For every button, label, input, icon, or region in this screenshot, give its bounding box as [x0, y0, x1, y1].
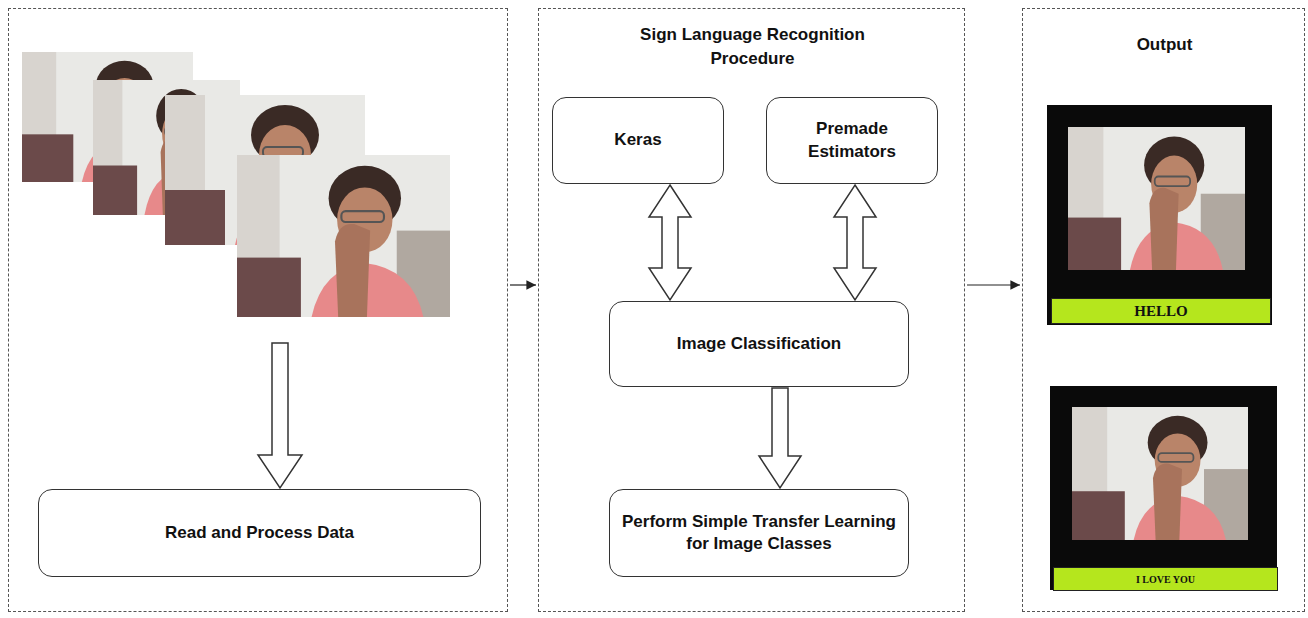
box-label: Keras	[614, 129, 661, 151]
caption-bar: HELLO	[1051, 298, 1271, 324]
caption-text: I LOVE YOU	[1136, 574, 1195, 585]
process-box: Perform Simple Transfer Learning for Ima…	[609, 489, 909, 577]
box-label: Read and Process Data	[165, 522, 354, 544]
box-label: Perform Simple Transfer Learning for Ima…	[622, 511, 896, 555]
flow-arrow	[258, 343, 302, 488]
process-box: Premade Estimators	[766, 97, 938, 184]
input-frames	[22, 52, 450, 317]
block-arrow	[759, 388, 801, 488]
flow-arrow	[510, 284, 536, 285]
flow-arrow	[967, 284, 1020, 285]
panel: OutputHELLO I LOVE YOU	[1022, 8, 1305, 612]
output-frame	[1047, 105, 1277, 590]
caption-text: HELLO	[1134, 303, 1187, 320]
process-box: Image Classification	[609, 301, 909, 387]
block-arrow	[834, 185, 876, 300]
panel-title: Sign Language Recognition Procedure	[622, 23, 884, 71]
box-label: Image Classification	[677, 333, 841, 355]
panel: Read and Process Data	[8, 8, 508, 612]
process-box: Read and Process Data	[38, 489, 481, 577]
panel: Sign Language Recognition ProcedureKeras…	[538, 8, 965, 612]
block-arrow	[649, 185, 691, 300]
box-label: Premade Estimators	[779, 118, 925, 162]
caption-bar: I LOVE YOU	[1053, 567, 1278, 591]
process-box: Keras	[552, 97, 724, 184]
panel-title: Output	[1065, 33, 1265, 57]
